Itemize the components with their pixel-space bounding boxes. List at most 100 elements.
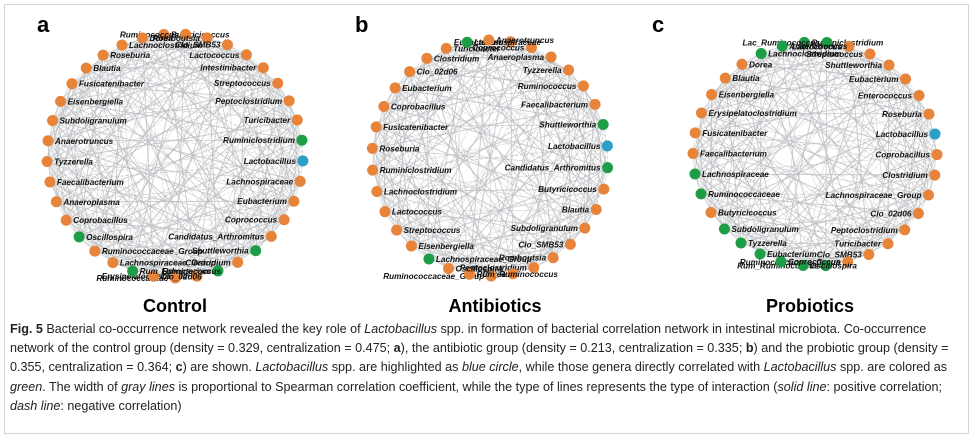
figure-frame <box>4 4 969 434</box>
edge-line <box>142 37 264 68</box>
caption-text: Lactobacillus <box>364 322 437 336</box>
edge-line <box>384 42 468 212</box>
edge-line <box>383 106 514 275</box>
node-label: Shuttleworthia <box>539 121 596 130</box>
node-label: Dorea <box>149 34 173 43</box>
node-label: Ruminiclostridium <box>223 136 295 145</box>
caption-text: c <box>175 360 183 375</box>
node-label: Erysipelatoclostridium <box>102 272 190 281</box>
edge-line <box>112 200 294 263</box>
node-orange <box>257 62 269 74</box>
caption-text: ), the antibiotic group (density = 0.213… <box>400 341 746 356</box>
panel-probiotics: RuminiclostridiumLac_RuminococcusLactoco… <box>650 6 970 316</box>
node-orange <box>528 262 540 274</box>
edge-line <box>724 77 826 266</box>
node-label: Anaerotruncus <box>54 137 114 146</box>
edge-line <box>372 41 511 171</box>
edge-line <box>255 83 279 251</box>
edge-line <box>372 147 571 245</box>
node-label: Fusicatenibacter <box>383 123 449 132</box>
node-orange <box>589 98 601 110</box>
edge-line <box>102 54 238 263</box>
edge-line <box>142 37 285 221</box>
node-label: Turicibacter <box>244 116 292 125</box>
edge-line <box>759 53 762 255</box>
edge-line <box>488 39 604 125</box>
node-label: Lachnospiraceae_Group <box>826 191 922 200</box>
node-label: Streptococcus <box>214 79 271 88</box>
node-label: Lachnospiraceae <box>474 38 541 47</box>
edge-line <box>185 34 295 202</box>
edge-line <box>759 229 905 255</box>
node-orange <box>883 59 895 71</box>
edge-line <box>761 53 938 155</box>
node-label: Lachnospiraceae <box>702 170 769 179</box>
edge-line <box>376 39 489 192</box>
edge-line <box>700 193 804 266</box>
edge-line <box>825 194 929 266</box>
edge-line <box>49 37 208 183</box>
edge-line <box>142 37 176 279</box>
edge-line <box>701 112 742 244</box>
edge-line <box>700 193 919 214</box>
edge-line <box>372 169 554 258</box>
panel-letter: b <box>355 12 369 37</box>
node-label: Clo_02d06 <box>161 272 202 281</box>
caption-text: a <box>393 341 401 356</box>
edge-line <box>710 174 935 213</box>
node-orange <box>116 39 128 51</box>
node-orange <box>485 270 497 282</box>
edge-line <box>376 167 608 192</box>
edge-line <box>102 54 303 141</box>
node-label: Fusicatenibacter <box>702 129 768 138</box>
edge-line <box>371 71 411 149</box>
edge-line <box>56 34 186 202</box>
edge-line <box>711 94 725 230</box>
edge-line <box>394 87 492 277</box>
edge-line <box>469 209 597 275</box>
edge-line <box>426 58 430 259</box>
edge-line <box>47 44 123 142</box>
edge-line <box>782 45 890 66</box>
node-label: Clo_02d06 <box>870 209 911 218</box>
node-orange <box>504 36 516 48</box>
edge-line <box>85 67 295 202</box>
node-label: Lactobacillus <box>548 142 601 151</box>
edge-line <box>60 101 176 279</box>
edge-line <box>52 120 198 277</box>
edge-line <box>711 94 869 255</box>
node-green <box>775 256 787 268</box>
caption-text: : negative correlation) <box>60 398 182 413</box>
node-label: Lachnospiraceae_Group <box>120 259 216 268</box>
edge-line <box>701 193 929 196</box>
node-orange <box>221 39 233 51</box>
node-label: Lachnoclostridium <box>768 49 841 58</box>
edge-line <box>426 58 514 274</box>
edge-line <box>65 34 165 221</box>
node-orange <box>44 176 56 188</box>
edge-line <box>237 54 247 263</box>
node-green <box>250 245 262 257</box>
edge-line <box>448 167 608 269</box>
panel-title: Control <box>143 296 207 316</box>
edge-line <box>52 120 80 237</box>
edge-line <box>376 69 569 128</box>
edge-line <box>409 71 449 269</box>
edge-line <box>121 44 298 121</box>
fig-label: Fig. 5 <box>10 322 43 336</box>
node-label: Streptococcus <box>806 50 863 59</box>
node-label: Shuttleworthia <box>825 61 882 70</box>
edge-line <box>175 119 298 279</box>
node-orange <box>579 222 591 234</box>
edge-line <box>725 53 871 79</box>
edge-line <box>868 78 906 255</box>
edge-line <box>52 120 133 272</box>
node-orange <box>931 149 943 161</box>
edge-line <box>904 95 920 230</box>
edge-line <box>826 42 919 214</box>
node-orange <box>864 48 876 60</box>
edge-line <box>411 39 490 247</box>
edge-line <box>102 54 285 220</box>
node-label: Eisenbergiella <box>418 242 474 251</box>
